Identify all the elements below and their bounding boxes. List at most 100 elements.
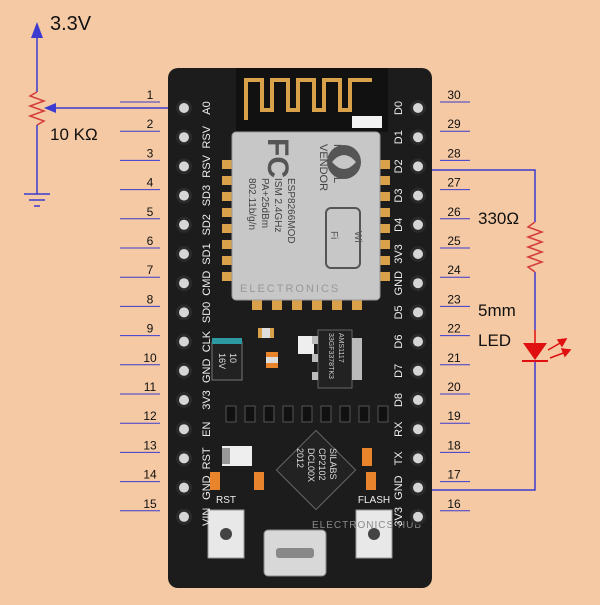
chip-body — [275, 429, 357, 511]
smd-component-row — [225, 405, 389, 423]
left-pin-hole[interactable] — [179, 395, 189, 405]
right-pin-hole[interactable] — [413, 453, 423, 464]
right-pin-number: 30 — [447, 88, 461, 102]
left-pin-hole[interactable] — [179, 424, 189, 435]
module-spec-line-4: 802.11b/g/n — [246, 178, 257, 230]
left-pin-name: RST — [201, 447, 213, 469]
left-pin-name: GND — [201, 475, 213, 500]
left-pin-number: 1 — [147, 88, 154, 102]
left-pin-number: 10 — [143, 351, 157, 365]
led-resistor — [525, 221, 545, 273]
left-pin-name: CLK — [201, 330, 213, 352]
module-pad — [376, 256, 390, 265]
right-pin-hole[interactable] — [413, 511, 423, 522]
right-pin-number: 28 — [447, 146, 461, 160]
capacitor-label-group: 10 16V — [217, 353, 238, 369]
potentiometer-resistor — [27, 91, 47, 126]
module-spec-line-2: ISM 2.4GHz — [272, 178, 283, 232]
wifi-logo-top: Wi — [352, 231, 363, 243]
left-pin-hole[interactable] — [179, 249, 189, 259]
module-watermark: ELECTRONICS — [240, 283, 340, 295]
module-pad — [376, 192, 390, 201]
left-pin-hole[interactable] — [179, 103, 189, 113]
right-pin-hole[interactable] — [413, 424, 423, 435]
d2-to-resistor-wire — [430, 169, 536, 222]
module-pad — [272, 296, 282, 310]
module-spec-line-1: ESP8266MOD — [285, 178, 296, 244]
left-pin-hole[interactable] — [179, 336, 189, 347]
right-pin-hole[interactable] — [413, 132, 423, 143]
module-pad — [222, 224, 236, 233]
wifi-logo-icon — [325, 207, 361, 269]
left-pin-name: A0 — [201, 101, 213, 114]
left-pin-hole[interactable] — [179, 482, 189, 493]
right-pin-hole[interactable] — [413, 219, 423, 230]
right-pin-name: GND — [393, 475, 405, 500]
smd-part — [339, 405, 351, 423]
left-pin-hole[interactable] — [179, 365, 189, 376]
right-pin-hole[interactable] — [413, 336, 423, 347]
smd-part — [263, 405, 275, 423]
left-pin-hole[interactable] — [179, 132, 189, 143]
module-pads — [222, 160, 390, 310]
left-pin-name: SD3 — [201, 185, 213, 206]
smd-part — [377, 405, 389, 423]
smd-resistor-1-body — [262, 328, 270, 338]
module-pad — [222, 240, 236, 249]
left-pin-hole[interactable] — [179, 453, 189, 464]
smd-part — [358, 405, 370, 423]
right-pin-hole[interactable] — [413, 249, 423, 259]
capacitor-band — [212, 338, 242, 344]
right-pin-number: 25 — [447, 234, 461, 248]
right-pin-hole[interactable] — [413, 365, 423, 376]
left-pin-hole[interactable] — [179, 511, 189, 522]
smd-part — [225, 405, 237, 423]
left-pin-number: 8 — [147, 292, 154, 306]
left-pin-hole[interactable] — [179, 161, 189, 172]
right-pin-hole[interactable] — [413, 161, 423, 172]
right-pin-name: D2 — [393, 159, 405, 173]
left-pin-hole[interactable] — [179, 190, 189, 201]
left-pin-number: 14 — [143, 468, 157, 482]
module-pad — [376, 160, 390, 169]
right-pin-name: D7 — [393, 364, 405, 378]
left-pin-name: RSV — [201, 154, 213, 177]
capacitor-value: 10 — [228, 353, 238, 363]
smd-cap-3 — [254, 472, 264, 490]
module-pad — [312, 296, 322, 310]
module-pad — [222, 272, 236, 281]
left-pin-number: 2 — [147, 117, 154, 131]
right-pin-hole[interactable] — [413, 307, 423, 318]
flash-button-cap[interactable] — [368, 528, 380, 540]
left-pin-hole[interactable] — [179, 278, 189, 289]
regulator-pin-3 — [312, 372, 318, 380]
left-pin-number: 15 — [143, 497, 157, 511]
module-pad — [222, 256, 236, 265]
left-pin-number: 3 — [147, 146, 154, 160]
right-pin-hole[interactable] — [413, 482, 423, 493]
left-pin-hole[interactable] — [179, 219, 189, 230]
led-label: LED — [478, 331, 511, 350]
supply-label: 3.3V — [50, 13, 92, 35]
right-pin-name: 3V3 — [393, 507, 405, 527]
right-pin-number: 27 — [447, 176, 461, 190]
left-pin-hole[interactable] — [179, 307, 189, 318]
left-pin-name: SD2 — [201, 214, 213, 235]
rst-button-cap[interactable] — [220, 528, 232, 540]
chip-model: CP2102 — [317, 448, 327, 481]
right-pin-hole[interactable] — [413, 103, 423, 113]
module-pad — [222, 192, 236, 201]
regulator-pin-1 — [312, 336, 318, 344]
supply-arrow-icon — [31, 22, 43, 38]
right-pin-name: D6 — [393, 335, 405, 349]
right-pin-number: 17 — [447, 468, 461, 482]
potentiometer-circuit — [31, 22, 43, 92]
chip-label-group: SILABS CP2102 DCL00X 2012 — [295, 448, 338, 482]
right-pin-hole[interactable] — [413, 395, 423, 405]
module-pad — [292, 296, 302, 310]
right-pin-hole[interactable] — [413, 190, 423, 201]
right-pin-hole[interactable] — [413, 278, 423, 289]
right-header-pins: 30D029D128D227D326D4253V324GND23D522D621… — [393, 88, 470, 527]
fc-mark: FC — [261, 138, 294, 178]
